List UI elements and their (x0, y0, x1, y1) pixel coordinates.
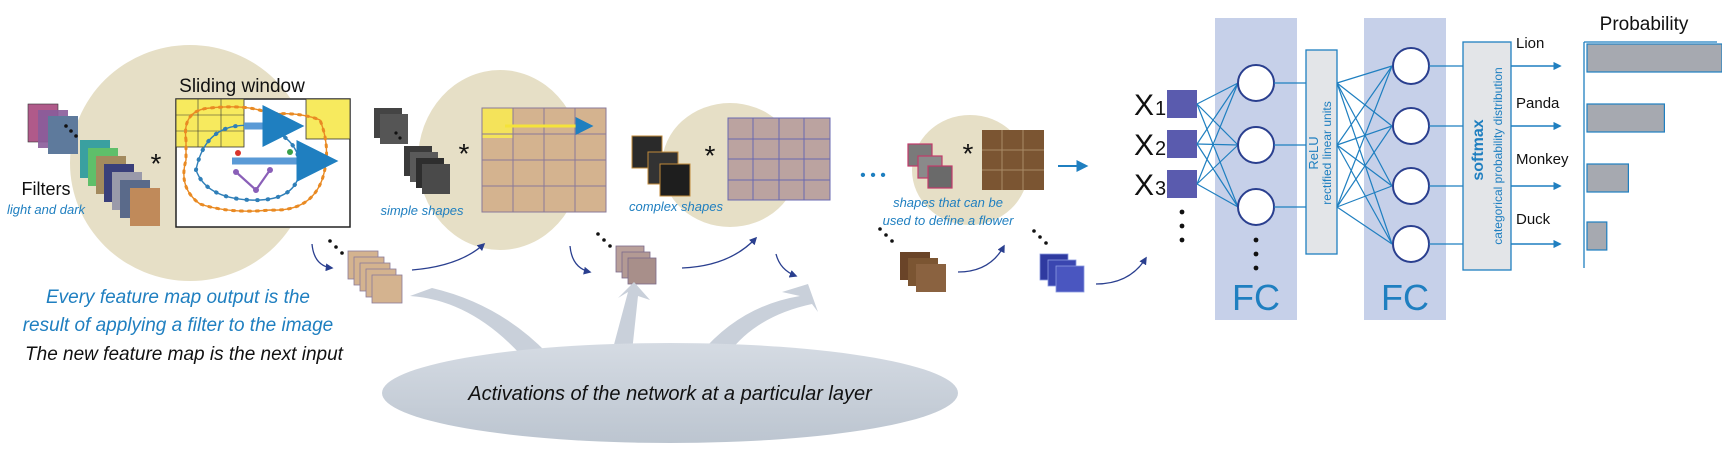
output-label: Monkey (1516, 151, 1569, 168)
fc2-label: FC (1381, 277, 1429, 318)
simple-shapes-label: simple shapes (380, 203, 464, 218)
output-label: Lion (1516, 35, 1544, 52)
fc1-neuron (1237, 64, 1275, 102)
activation-pointers (410, 282, 818, 354)
caption-line-2: result of applying a filter to the image (23, 315, 334, 336)
probability-bar (1586, 103, 1666, 133)
flower-label-line1: shapes that can be (893, 195, 1003, 210)
fc2-neurons (1392, 47, 1430, 263)
activations-label: Activations of the network at a particul… (467, 383, 873, 405)
conv-operator-2: * (459, 138, 470, 169)
sliding-window-label: Sliding window (179, 76, 305, 97)
complex-shapes-grid (727, 117, 831, 201)
flower-filters (907, 143, 953, 189)
probability-bar (1586, 221, 1608, 251)
fc2-neuron (1392, 167, 1430, 205)
caption-line-3: The new feature map is the next input (25, 344, 344, 365)
fc1-band (1215, 18, 1297, 320)
feature-maps-row (328, 227, 1085, 304)
flower-label-line2: used to define a flower (883, 213, 1014, 228)
filters-label: Filters (22, 179, 71, 199)
softmax-sublabel: categorical probability distribution (1491, 67, 1505, 244)
relu-sublabel: rectified linear units (1320, 101, 1334, 204)
fc2-neuron (1392, 47, 1430, 85)
caption-line-1: Every feature map output is the (46, 287, 310, 308)
conv-operator-1: * (151, 148, 162, 179)
probability-title: Probability (1600, 14, 1689, 35)
conv-operator-3: * (705, 140, 716, 171)
input-nodes: X1 X2 X3 (1134, 89, 1197, 243)
fc1-neuron (1237, 126, 1275, 164)
connections-relu-fc2 (1336, 65, 1393, 245)
layer-ellipsis: • • • (860, 167, 886, 184)
x1-label: X1 (1134, 89, 1166, 122)
softmax-label: softmax (1470, 119, 1487, 180)
activations-ellipse (382, 343, 958, 443)
output-label-bg (1512, 92, 1576, 114)
simple-shapes-filters (374, 108, 450, 194)
softmax-box (1462, 41, 1512, 271)
connections-input-fc1 (1196, 82, 1239, 208)
complex-shapes-label: complex shapes (629, 199, 723, 214)
x2-node (1167, 130, 1197, 158)
fc2-neuron (1392, 107, 1430, 145)
fc1-neurons (1237, 64, 1275, 226)
flower-grid (982, 130, 1044, 190)
sliding-window-image (175, 98, 351, 228)
output-label-bg (1512, 32, 1576, 54)
x3-label: X3 (1134, 169, 1166, 202)
x1-node (1167, 90, 1197, 118)
fc1-label: FC (1232, 277, 1280, 318)
filters-sublabel: light and dark (7, 202, 87, 217)
probability-bar (1586, 43, 1722, 73)
output-label-bg (1512, 148, 1576, 170)
x3-node (1167, 170, 1197, 198)
flow-arrows (311, 236, 1147, 285)
simple-shapes-grid (481, 107, 607, 213)
conv-operator-4: * (963, 138, 974, 169)
fc2-neuron (1392, 225, 1430, 263)
relu-box (1305, 49, 1338, 255)
x2-label: X2 (1134, 129, 1166, 162)
filter-stack (27, 103, 160, 226)
fc1-neuron (1237, 188, 1275, 226)
output-label-bg (1512, 208, 1576, 230)
output-label: Panda (1516, 95, 1560, 112)
complex-shapes-filters (631, 135, 691, 197)
output-label: Duck (1516, 211, 1551, 228)
relu-label: ReLU (1306, 136, 1321, 169)
probability-bar (1586, 163, 1630, 193)
